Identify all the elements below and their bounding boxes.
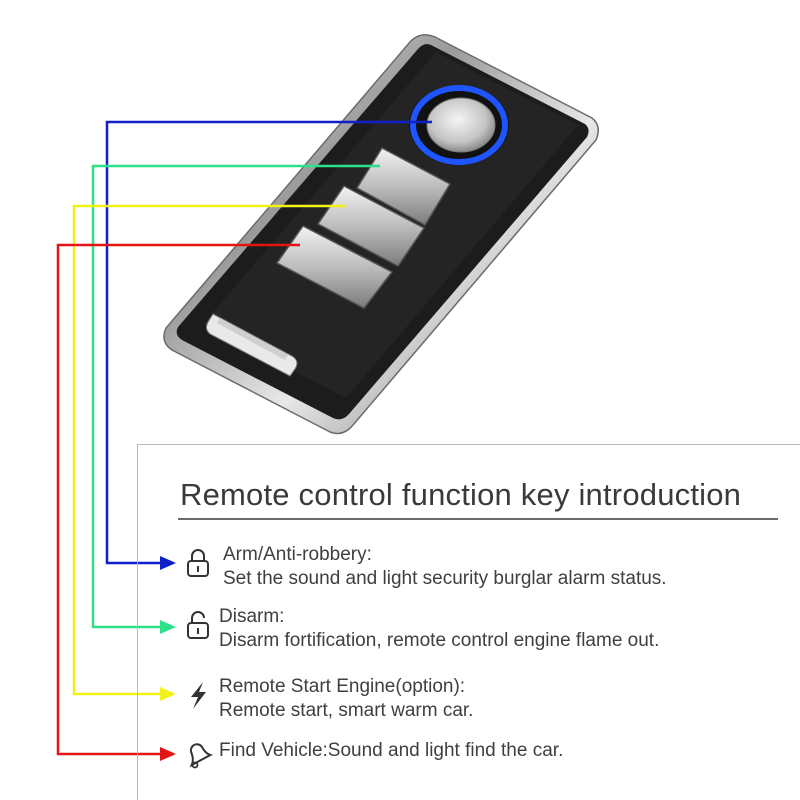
bell-icon — [189, 743, 213, 769]
connector-arrowheads — [160, 556, 176, 761]
title-underline — [178, 518, 778, 520]
arm-connector — [105, 120, 432, 565]
function-heading: Arm/Anti-robbery: — [223, 544, 372, 565]
info-panel — [137, 444, 800, 800]
function-heading: Disarm: — [219, 606, 285, 627]
function-description: Set the sound and light security burglar… — [223, 568, 667, 589]
lock-open-icon — [187, 611, 209, 639]
connector-lines — [56, 120, 432, 756]
lock-closed-icon — [187, 549, 209, 577]
function-heading: Find Vehicle:Sound and light find the ca… — [219, 740, 564, 761]
function-heading: Remote Start Engine(option): — [219, 676, 466, 697]
disarm-connector — [91, 164, 380, 629]
function-description: Remote start, smart warm car. — [219, 700, 474, 721]
find-connector — [56, 243, 300, 756]
page-title: Remote control function key introduction — [180, 477, 742, 512]
function-description: Disarm fortification, remote control eng… — [219, 630, 660, 651]
key-fob — [163, 34, 599, 435]
start-connector — [72, 204, 345, 696]
lightning-icon — [191, 682, 206, 709]
